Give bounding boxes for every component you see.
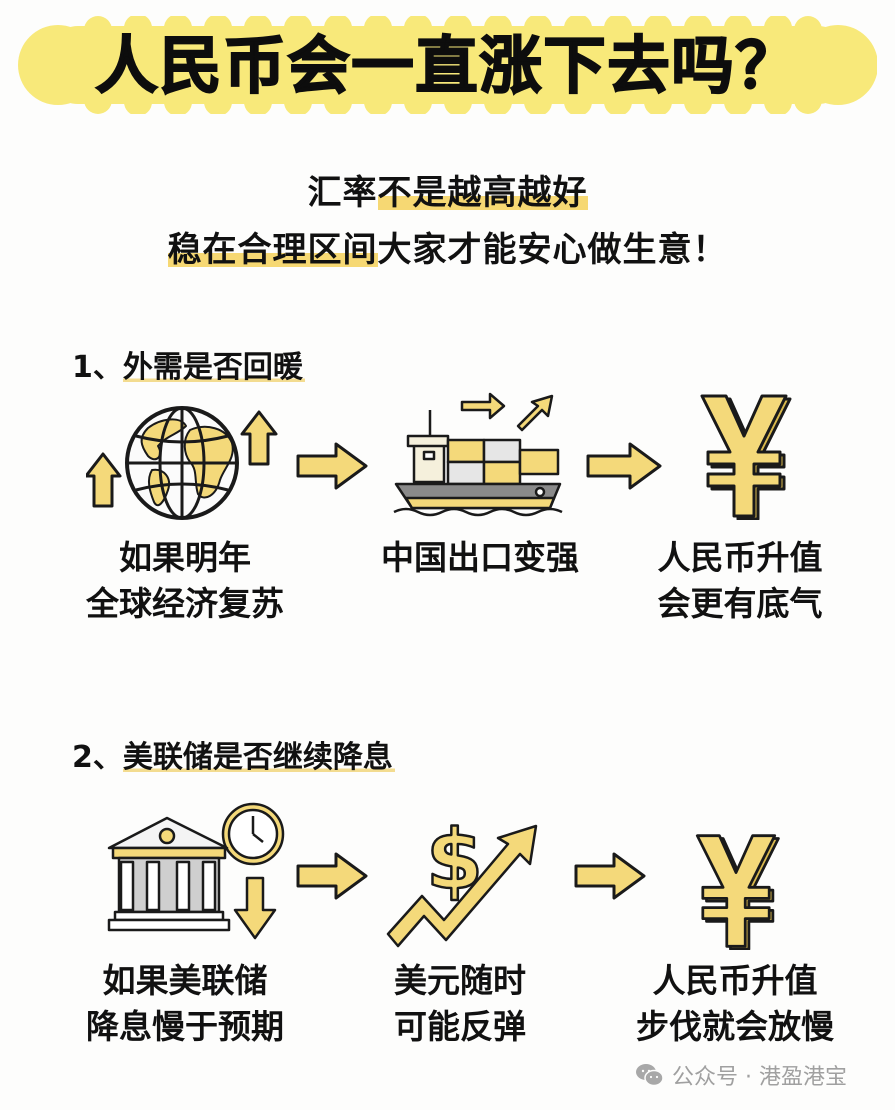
right-arrow-icon — [574, 852, 646, 900]
step-label-line: 中国出口变强 — [381, 538, 579, 577]
step-label: 中国出口变强 — [355, 535, 605, 581]
step-label-line: 会更有底气 — [657, 584, 823, 623]
page-title: 人民币会一直涨下去吗？ — [94, 29, 800, 103]
subtitle-highlight-text: 稳在合理区间 — [167, 230, 378, 270]
step-label-line: 人民币升值 — [657, 538, 823, 577]
subtitle-highlight-text: 不是越高越好 — [377, 173, 588, 213]
section-title: 美联储是否继续降息 — [122, 740, 395, 775]
watermark: 公众号 · 港盈港宝 — [636, 1060, 847, 1090]
step-label: 人民币升值 步伐就会放慢 — [610, 958, 860, 1050]
wechat-icon — [636, 1064, 664, 1087]
step-label-line: 如果明年 — [119, 538, 251, 577]
yuan-icon — [700, 394, 792, 520]
step-label: 如果美联储 降息慢于预期 — [60, 958, 310, 1050]
step-label-line: 可能反弹 — [394, 1007, 526, 1046]
section-title: 外需是否回暖 — [122, 350, 305, 385]
title-banner: 人民币会一直涨下去吗？ — [18, 16, 877, 114]
subtitle-line-2: 稳在合理区间大家才能安心做生意！ — [0, 222, 895, 271]
dollar-rising-arrow-icon: $ — [386, 812, 538, 948]
step-label-line: 人民币升值 — [652, 961, 818, 1000]
step-label-line: 美元随时 — [394, 961, 526, 1000]
subtitle-line-1: 汇率不是越高越好 — [0, 165, 895, 214]
step-label-line: 如果美联储 — [102, 961, 268, 1000]
globe-with-up-arrows-icon — [86, 406, 278, 520]
cargo-ship-icon — [393, 392, 563, 517]
section-heading-1: 1、外需是否回暖 — [72, 342, 305, 386]
right-arrow-icon — [296, 852, 368, 900]
right-arrow-icon — [586, 442, 662, 490]
step-label-line: 降息慢于预期 — [86, 1007, 284, 1046]
right-arrow-icon — [296, 442, 368, 490]
cloud-highlight-shape — [18, 16, 877, 114]
section-number: 1、 — [72, 350, 123, 385]
step-label: 美元随时 可能反弹 — [360, 958, 560, 1050]
step-label: 如果明年 全球经济复苏 — [60, 535, 310, 627]
subtitle-plain-text: 汇率 — [307, 173, 378, 213]
central-bank-clock-down-arrow-icon — [107, 802, 285, 940]
subtitle-plain-text: 大家才能安心做生意！ — [377, 230, 728, 270]
step-label: 人民币升值 会更有底气 — [625, 535, 855, 627]
step-label-line: 全球经济复苏 — [86, 584, 284, 623]
section-number: 2、 — [72, 740, 123, 775]
yuan-icon — [695, 834, 780, 950]
step-label-line: 步伐就会放慢 — [636, 1007, 834, 1046]
watermark-text: 公众号 · 港盈港宝 — [672, 1065, 847, 1090]
svg-text:$: $ — [426, 813, 483, 908]
section-heading-2: 2、美联储是否继续降息 — [72, 732, 395, 776]
